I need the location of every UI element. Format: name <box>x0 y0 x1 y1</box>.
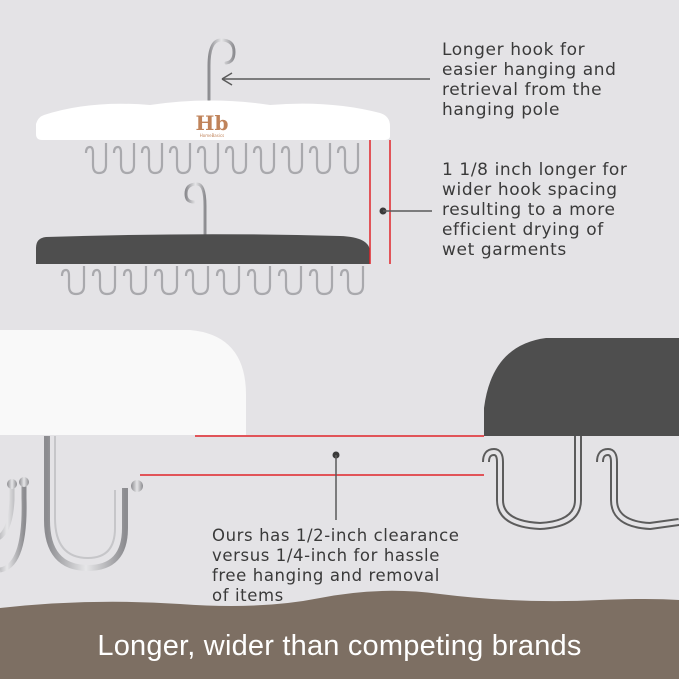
clip-hook-icon <box>196 143 220 175</box>
clearance-callout-text: Ours has 1/2-inch clearance versus 1/4-i… <box>212 526 460 605</box>
zoomed-dark-hook-2 <box>596 448 679 530</box>
spacing-callout-text: 1 1/8 inch longer for wider hook spacing… <box>442 160 628 260</box>
clip-hook-icon <box>280 143 304 175</box>
dark-hanger-hook-icon <box>184 182 207 242</box>
clearance-measure-lines <box>140 435 484 520</box>
clip-hook-icon <box>215 266 241 296</box>
clip-hook-icon <box>91 266 117 296</box>
hook-callout-pointer <box>221 72 430 86</box>
dark-hanger-clip-hooks <box>60 266 365 296</box>
clip-hook-icon <box>308 266 334 296</box>
white-hanger: Hb HomeBasics <box>36 38 390 175</box>
clip-hook-icon <box>153 266 179 296</box>
clip-hook-icon <box>168 143 192 175</box>
dark-hanger-body <box>36 234 370 264</box>
zoomed-dark-hanger <box>482 338 679 530</box>
white-hanger-clip-hooks <box>84 143 360 175</box>
clip-hook-icon <box>112 143 136 175</box>
clip-hook-icon <box>246 266 272 296</box>
clip-hook-icon <box>84 143 108 175</box>
clip-hook-icon <box>339 266 365 296</box>
clip-hook-icon <box>308 143 332 175</box>
clip-hook-icon <box>60 266 86 296</box>
clip-hook-icon <box>224 143 248 175</box>
zoomed-chrome-hook <box>44 436 128 572</box>
clip-hook-icon <box>336 143 360 175</box>
clip-hook-icon <box>140 143 164 175</box>
banner-headline: Longer, wider than competing brands <box>97 630 582 662</box>
clip-hook-icon <box>252 143 276 175</box>
clip-hook-icon <box>277 266 303 296</box>
zoomed-competitor-hooks <box>0 484 27 573</box>
logo-subtext: HomeBasics <box>200 133 225 138</box>
clip-hook-icon <box>122 266 148 296</box>
hook-callout-text: Longer hook for easier hanging and retri… <box>442 40 617 120</box>
logo-text: Hb <box>196 111 229 135</box>
zoomed-white-hanger <box>0 330 246 573</box>
white-hanger-hook-icon <box>207 38 236 102</box>
dark-hanger <box>36 182 370 296</box>
banner-background <box>0 590 679 679</box>
white-hanger-body <box>36 100 390 140</box>
spacing-measure-lines <box>369 140 432 264</box>
brand-logo: Hb HomeBasics <box>196 111 229 138</box>
clip-hook-icon <box>184 266 210 296</box>
